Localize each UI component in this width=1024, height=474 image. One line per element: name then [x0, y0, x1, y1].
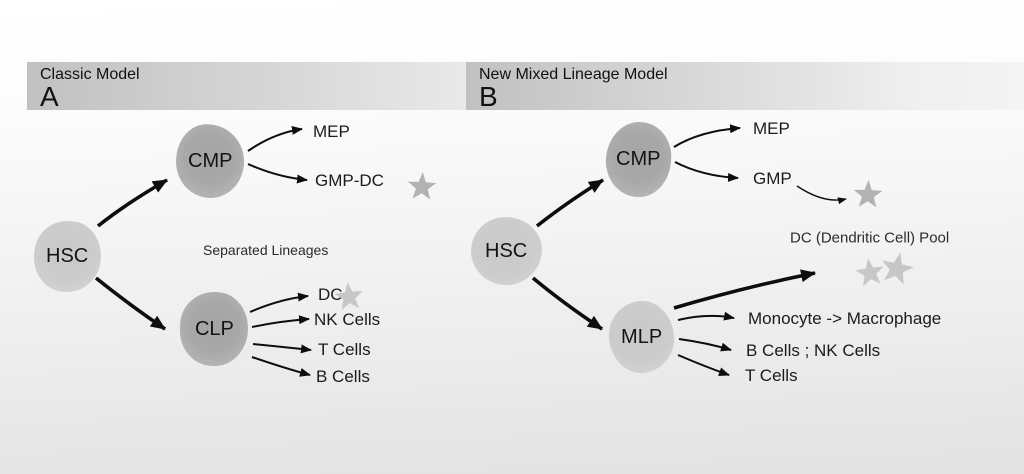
label-b-t-cells: T Cells — [745, 366, 798, 385]
arrow-b-hsc-to-mlp — [531, 276, 603, 331]
star-icon — [853, 180, 883, 208]
arrow-a-hsc-to-clp — [94, 276, 167, 331]
node-a-hsc-label: HSC — [46, 244, 89, 267]
star-icon — [882, 252, 914, 285]
arrow-b-mlp-to-dc-pool — [673, 269, 816, 310]
panel-a-title: Classic Model — [40, 66, 140, 83]
arrow-b-hsc-to-cmp — [535, 178, 604, 228]
label-b-gmp: GMP — [753, 169, 792, 188]
node-b-hsc-label: HSC — [485, 239, 528, 262]
arrow-b-mlp-to-b-nk-cells — [678, 338, 732, 352]
label-a-gmp-dc: GMP-DC — [315, 171, 384, 190]
arrow-a-clp-to-b-cells — [251, 356, 311, 377]
panel-b-title: New Mixed Lineage Model — [479, 66, 668, 83]
label-a-b-cells: B Cells — [316, 367, 370, 386]
arrow-a-cmp-to-mep — [247, 125, 303, 152]
arrow-b-mlp-to-t-cells — [677, 354, 730, 376]
label-b-mep: MEP — [753, 119, 790, 138]
node-b-cmp-label: CMP — [616, 147, 661, 170]
label-b-monocyte-macrophage: Monocyte -> Macrophage — [748, 309, 942, 328]
label-a-dc: DC — [318, 285, 343, 304]
arrow-b-gmp-to-dc-pool — [796, 185, 847, 205]
arrow-b-cmp-to-mep — [673, 124, 741, 148]
panel-b-header: New Mixed Lineage Model B — [466, 62, 1024, 112]
arrow-b-mlp-to-monocyte — [677, 311, 735, 321]
star-icon — [855, 258, 884, 287]
star-icon — [407, 172, 437, 200]
label-a-mep: MEP — [313, 122, 350, 141]
panel-a-letter: A — [40, 81, 59, 112]
star-icon — [334, 282, 363, 310]
label-a-t-cells: T Cells — [318, 340, 371, 359]
label-b-dc-pool: DC (Dendritic Cell) Pool — [790, 229, 950, 247]
node-b-mlp-label: MLP — [620, 325, 663, 348]
label-b-b-nk-cells: B Cells ; NK Cells — [746, 341, 881, 360]
label-a-separated-lineages: Separated Lineages — [203, 242, 329, 258]
arrow-a-clp-to-dc — [249, 292, 309, 313]
arrow-b-cmp-to-gmp — [674, 161, 739, 182]
arrow-a-clp-to-nk-cells — [251, 315, 310, 328]
arrow-a-cmp-to-gmp-dc — [247, 163, 308, 184]
arrow-a-hsc-to-cmp — [96, 178, 168, 228]
panel-b-letter: B — [479, 81, 498, 112]
node-a-cmp-label: CMP — [187, 149, 233, 172]
arrow-a-clp-to-t-cells — [252, 343, 312, 354]
panel-a-header: Classic Model A — [27, 62, 466, 112]
label-a-nk-cells: NK Cells — [314, 310, 381, 329]
node-a-clp-label: CLP — [194, 317, 234, 340]
